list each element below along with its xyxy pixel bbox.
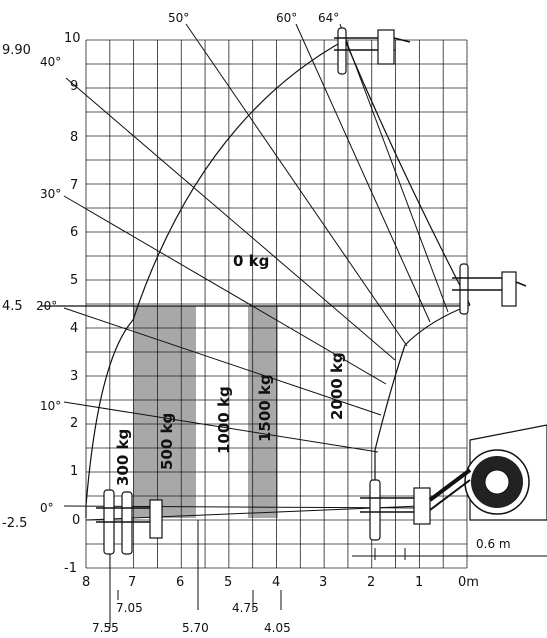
offset-dimension	[352, 548, 547, 560]
x-tick: 0m	[458, 575, 479, 590]
zone-label-0kg: 0 kg	[233, 252, 269, 270]
x-tick: 7	[128, 575, 136, 590]
shaded-zone-500kg	[133, 306, 196, 518]
zone-label-300kg: 300 kg	[114, 429, 132, 486]
angle-label: 10°	[40, 399, 61, 413]
x-tick: 8	[82, 575, 90, 590]
fork-carriage-top	[334, 27, 411, 75]
angle-label: 0°	[40, 501, 54, 515]
ray-neg2-5	[85, 505, 421, 521]
dim-7-55: 7.55	[92, 621, 119, 635]
angle-label: 30°	[40, 187, 61, 201]
x-tick: 3	[319, 575, 327, 590]
ray-10	[63, 401, 379, 453]
y-tick: 4	[70, 321, 78, 336]
ray-40	[65, 77, 396, 361]
zone-label-2000kg: 2000 kg	[328, 352, 346, 420]
angle-label: 20°	[36, 299, 57, 313]
y-tick: 10	[64, 31, 81, 46]
ray-64	[339, 23, 449, 313]
x-tick: 2	[367, 575, 375, 590]
zone-label-1500kg: 1500 kg	[256, 374, 274, 442]
angle-label: 40°	[40, 55, 61, 69]
dim-5-70: 5.70	[182, 621, 209, 635]
ray-60	[295, 23, 431, 323]
ray-30	[63, 195, 387, 385]
dim-7-05: 7.05	[116, 601, 143, 615]
angle-label: 50°	[168, 11, 189, 25]
y-tick: 9	[70, 79, 78, 94]
y-tick: 2	[70, 416, 78, 431]
y-tick: 0	[72, 513, 80, 528]
angle-rays	[63, 23, 449, 521]
y-tick: 1	[70, 464, 78, 479]
y-tick: 7	[70, 178, 78, 193]
y-tick: 8	[70, 130, 78, 145]
offset-dim-label: 0.6 m	[476, 537, 511, 551]
height-marker-neg2-5: -2.5	[2, 516, 27, 531]
zone-label-1000kg: 1000 kg	[215, 386, 233, 454]
y-tick: 3	[70, 369, 78, 384]
y-tick: 6	[70, 225, 78, 240]
inner-envelope-arc	[374, 304, 471, 520]
ray-20	[63, 307, 382, 416]
dim-4-75: 4.75	[232, 601, 259, 615]
x-tick: 5	[224, 575, 232, 590]
y-tick: 5	[70, 273, 78, 288]
x-tick: 6	[176, 575, 184, 590]
telehandler-machine	[428, 424, 547, 521]
dim-4-05: 4.05	[264, 621, 291, 635]
fork-carriage-low	[360, 479, 431, 541]
height-marker-4-5: 4.5	[2, 299, 23, 314]
angle-label: 60°	[276, 11, 297, 25]
y-axis: 10 9 8 7 6 5 4 3 2 1 0 -1	[64, 31, 81, 576]
outer-envelope-arc	[85, 39, 471, 518]
height-marker-9-90: 9.90	[2, 43, 31, 58]
angle-label: 64°	[318, 11, 339, 25]
fork-carriage-left	[96, 489, 163, 555]
y-tick: -1	[64, 561, 77, 576]
zone-label-500kg: 500 kg	[158, 413, 176, 470]
x-tick: 1	[415, 575, 423, 590]
ray-50	[185, 23, 408, 347]
x-tick: 4	[272, 575, 280, 590]
grid	[85, 39, 468, 569]
angle-labels: 50° 60° 64° 40° 30° 20° 10° 0°	[36, 11, 339, 515]
fork-carriage-mid	[452, 263, 527, 315]
x-axis: 8 7 6 5 4 3 2 1 0m	[82, 575, 479, 590]
